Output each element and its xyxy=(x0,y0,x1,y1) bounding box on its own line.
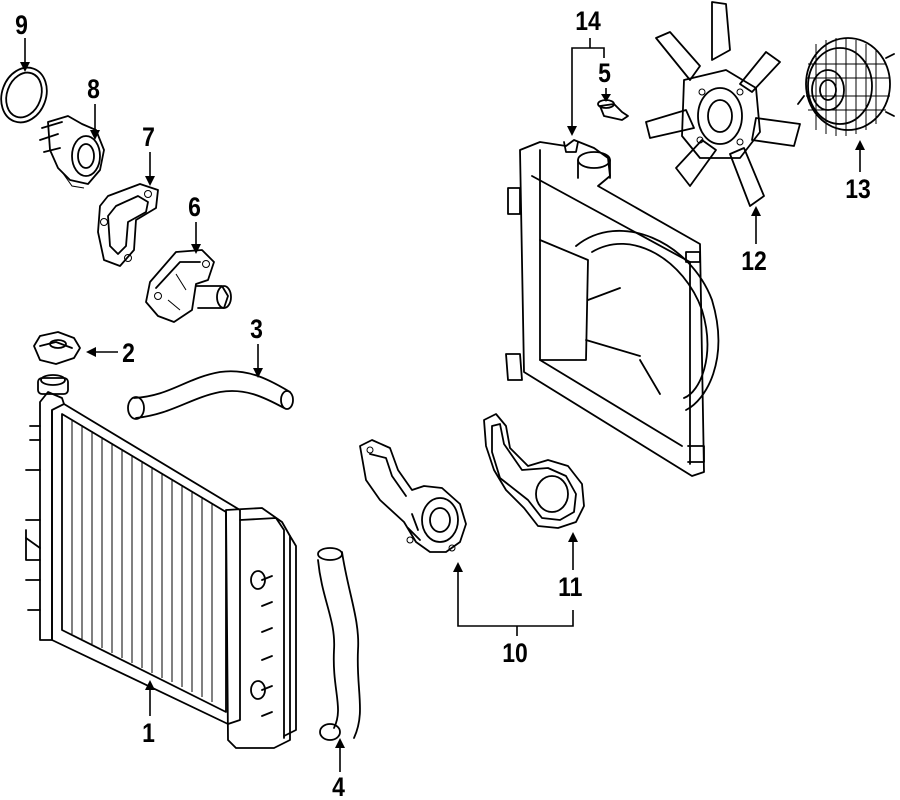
callout-7: 7 xyxy=(142,122,155,152)
part-9-o-ring xyxy=(0,66,48,124)
callout-5: 5 xyxy=(598,58,611,88)
part-3-upper-hose xyxy=(127,370,294,420)
callout-3: 3 xyxy=(250,314,263,344)
part-7-gasket xyxy=(97,183,159,267)
callout-8: 8 xyxy=(87,74,100,104)
callout-1: 1 xyxy=(142,718,155,748)
part-1-radiator xyxy=(25,374,297,749)
part-14-fan-shroud xyxy=(505,139,720,477)
part-6-water-outlet xyxy=(145,249,232,323)
leader-lines xyxy=(20,38,865,772)
part-4-lower-hose xyxy=(317,547,361,741)
part-2-radiator-cap xyxy=(33,331,81,365)
callout-12: 12 xyxy=(741,246,767,276)
part-11-pump-gasket xyxy=(483,413,585,529)
radiator-fins xyxy=(71,420,213,702)
callout-6: 6 xyxy=(188,192,201,222)
callout-10: 10 xyxy=(502,638,528,668)
callout-13: 13 xyxy=(845,174,871,204)
part-10-water-pump xyxy=(359,439,467,553)
part-13-fan-clutch xyxy=(797,37,895,136)
callout-2: 2 xyxy=(122,338,135,368)
callout-9: 9 xyxy=(15,10,28,40)
callout-11: 11 xyxy=(558,572,583,602)
part-12-fan xyxy=(645,1,801,207)
part-5-clip xyxy=(597,99,629,121)
part-8-thermostat xyxy=(39,115,105,189)
callout-4: 4 xyxy=(332,772,345,800)
callout-14: 14 xyxy=(575,6,601,36)
